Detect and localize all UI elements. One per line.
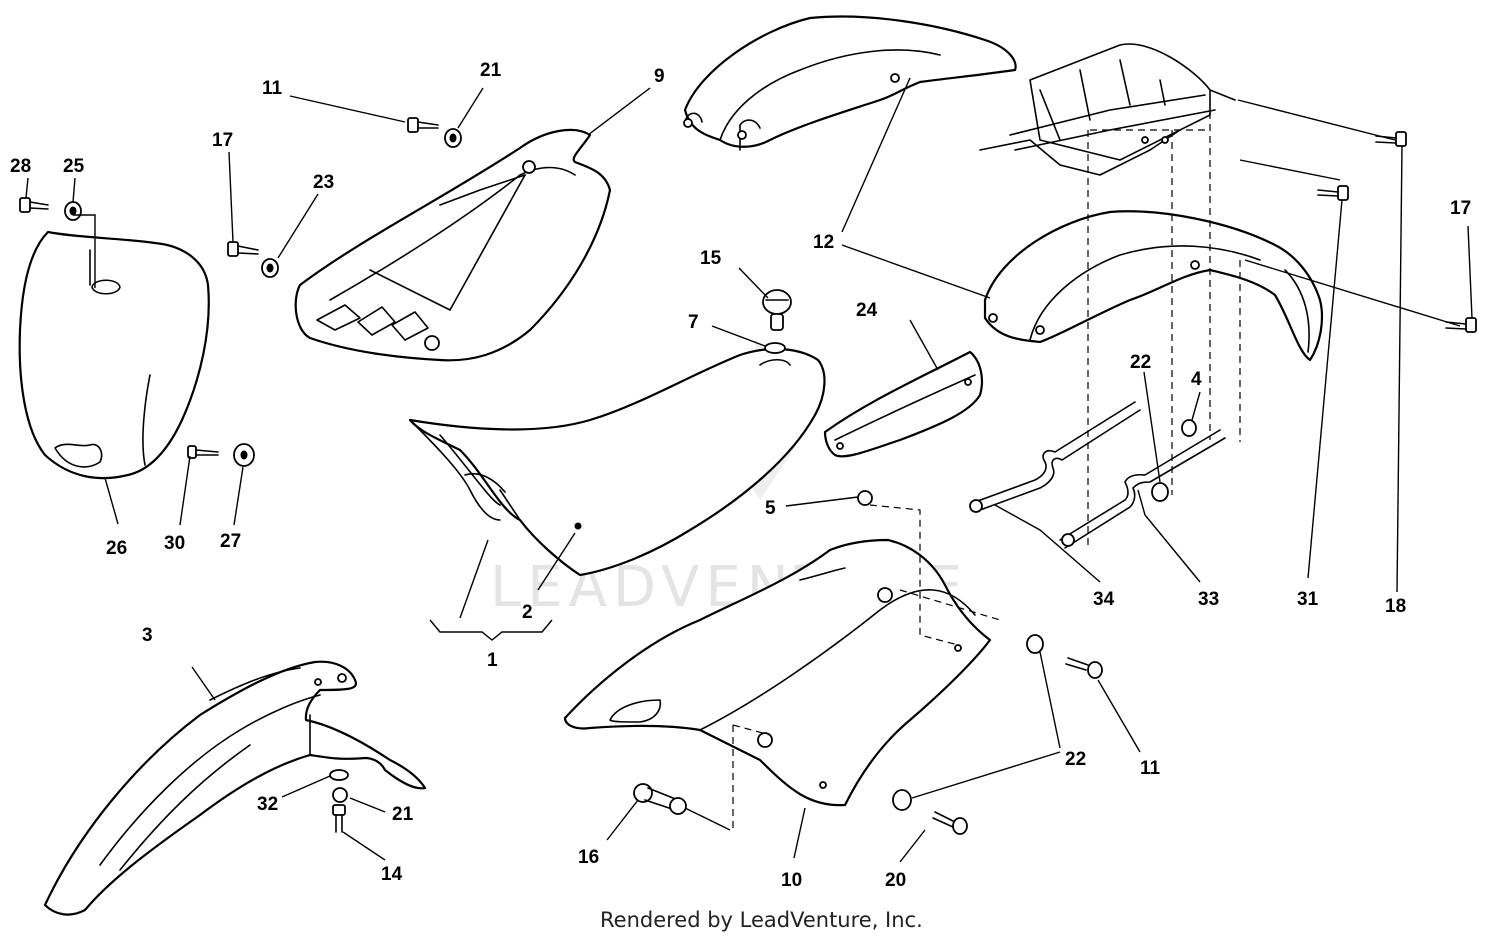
- radiator-shroud-part-9[interactable]: [294, 128, 612, 362]
- label-12: 12: [813, 232, 834, 253]
- label-18: 18: [1385, 596, 1406, 617]
- bolt-11-top[interactable]: [407, 117, 439, 133]
- label-30: 30: [164, 533, 185, 554]
- dashed-guides: [732, 112, 1241, 830]
- bolt-14[interactable]: [332, 804, 346, 833]
- label-17-right: 17: [1450, 198, 1471, 219]
- rear-fender-bottom-part-12[interactable]: [983, 210, 1324, 362]
- label-34: 34: [1093, 589, 1115, 610]
- seat-part-2[interactable]: [408, 347, 826, 577]
- label-9: 9: [654, 66, 665, 87]
- label-11-top: 11: [262, 78, 283, 99]
- label-22-top: 22: [1130, 352, 1151, 373]
- cap-15[interactable]: [762, 289, 792, 331]
- washer-23[interactable]: [261, 258, 279, 278]
- label-31: 31: [1297, 589, 1319, 610]
- label-14: 14: [381, 864, 403, 885]
- label-21-bottom: 21: [392, 804, 414, 825]
- bolt-16[interactable]: [633, 783, 687, 815]
- front-fender-part-3[interactable]: [43, 660, 427, 916]
- seat-brackets-parts-33-34[interactable]: [969, 401, 1226, 549]
- fasteners: [19, 117, 1477, 835]
- label-17-left: 17: [212, 130, 233, 151]
- bolt-17-left[interactable]: [227, 241, 259, 257]
- side-panel-part-10[interactable]: [563, 538, 992, 807]
- label-22-bottom: 22: [1065, 749, 1086, 770]
- leader-lines: [25, 77, 1473, 863]
- label-16: 16: [578, 847, 599, 868]
- label-10: 10: [781, 870, 802, 891]
- label-20: 20: [885, 870, 906, 891]
- label-3: 3: [142, 625, 153, 646]
- grommet-5[interactable]: [857, 490, 873, 506]
- grommet-22-right[interactable]: [1026, 634, 1044, 654]
- side-cover-part-24[interactable]: [823, 350, 984, 458]
- bolt-31[interactable]: [1317, 185, 1349, 201]
- label-7: 7: [688, 312, 699, 333]
- label-11-right: 11: [1140, 758, 1161, 779]
- label-27: 27: [220, 531, 241, 552]
- label-26: 26: [106, 538, 127, 559]
- bolt-11-right[interactable]: [1065, 657, 1103, 679]
- washer-25[interactable]: [64, 201, 82, 221]
- grommet-27[interactable]: [233, 443, 255, 467]
- label-4: 4: [1191, 369, 1202, 390]
- rear-fender-top-part-12[interactable]: [683, 15, 1017, 151]
- label-32: 32: [257, 794, 278, 815]
- footer-credit: Rendered by LeadVenture, Inc.: [600, 908, 923, 932]
- washer-7[interactable]: [764, 342, 786, 354]
- label-24: 24: [856, 300, 878, 321]
- label-25: 25: [63, 156, 85, 177]
- label-33: 33: [1198, 589, 1219, 610]
- grommet-22-bottom[interactable]: [892, 789, 912, 811]
- front-number-plate-part-26[interactable]: [18, 230, 210, 480]
- bolt-20[interactable]: [932, 811, 968, 835]
- rear-subframe: [979, 43, 1236, 176]
- bolt-30[interactable]: [187, 445, 219, 459]
- washer-21-bottom[interactable]: [332, 787, 348, 803]
- grommet-4[interactable]: [1181, 419, 1197, 437]
- label-1: 1: [487, 650, 498, 671]
- label-21-top: 21: [480, 60, 502, 81]
- label-23: 23: [313, 172, 334, 193]
- bolt-28[interactable]: [19, 197, 49, 213]
- label-2: 2: [522, 602, 533, 623]
- washer-21-top[interactable]: [444, 128, 462, 148]
- part-labels: 11 21 9 17 23 28 25 26 30 27 15 7 24 12 …: [10, 60, 1471, 891]
- label-5: 5: [765, 498, 776, 519]
- washer-32[interactable]: [329, 769, 349, 781]
- grommet-22-top[interactable]: [1151, 482, 1169, 502]
- label-28: 28: [10, 156, 31, 177]
- label-15: 15: [700, 248, 722, 269]
- bolt-17-right[interactable]: [1445, 317, 1477, 333]
